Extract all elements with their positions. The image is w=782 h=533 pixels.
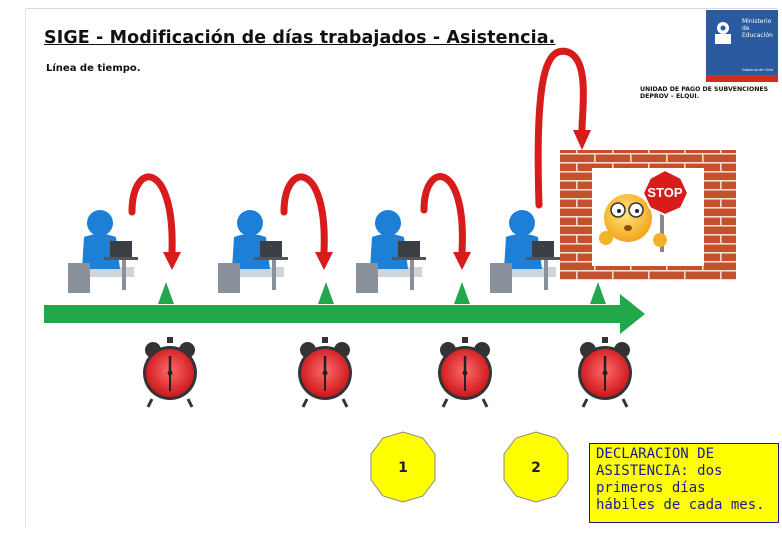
stop-sign-text: STOP <box>647 185 682 200</box>
red-arrowheads <box>163 130 591 270</box>
unit-line-2: DEPROV – ELQUI. <box>640 93 700 100</box>
red-arrows <box>128 47 587 256</box>
logo-wordmark: Ministerio de Educación <box>742 18 773 39</box>
badge-1-label: 1 <box>398 460 408 476</box>
declaration-box: DECLARACION DE ASISTENCIA: dos primeros … <box>589 443 779 523</box>
badge-1: 1 <box>370 431 436 503</box>
logo-red-strip <box>706 75 778 82</box>
logo-sub: Gobierno de Chile <box>742 68 774 72</box>
station-1-person-icon <box>68 210 138 293</box>
badge-2-label: 2 <box>531 460 541 476</box>
stop-emoji-icon: STOP <box>599 168 690 252</box>
alarm-clock-icon-4 <box>578 337 632 408</box>
unit-line-1: UNIDAD DE PAGO DE SUBVENCIONES <box>640 86 769 93</box>
coat-of-arms-icon <box>715 22 731 44</box>
alarm-clock-icon-3 <box>438 337 492 408</box>
page-subtitle: Línea de tiempo. <box>46 63 141 74</box>
alarm-clock-icon-1 <box>143 337 197 408</box>
unit-label: UNIDAD DE PAGO DE SUBVENCIONES DEPROV – … <box>640 86 768 100</box>
station-3-person-icon <box>356 210 426 293</box>
border-left <box>25 8 26 528</box>
alarm-clock-icon-2 <box>298 337 352 408</box>
station-2-person-icon <box>218 210 288 293</box>
page-title: SIGE - Modificación de días trabajados -… <box>44 28 556 48</box>
ministry-logo: Ministerio de Educación Gobierno de Chil… <box>706 10 778 82</box>
timeline-arrow <box>44 282 645 334</box>
border-top <box>25 8 777 9</box>
station-4-person-icon <box>490 210 560 293</box>
badge-2: 2 <box>503 431 569 503</box>
